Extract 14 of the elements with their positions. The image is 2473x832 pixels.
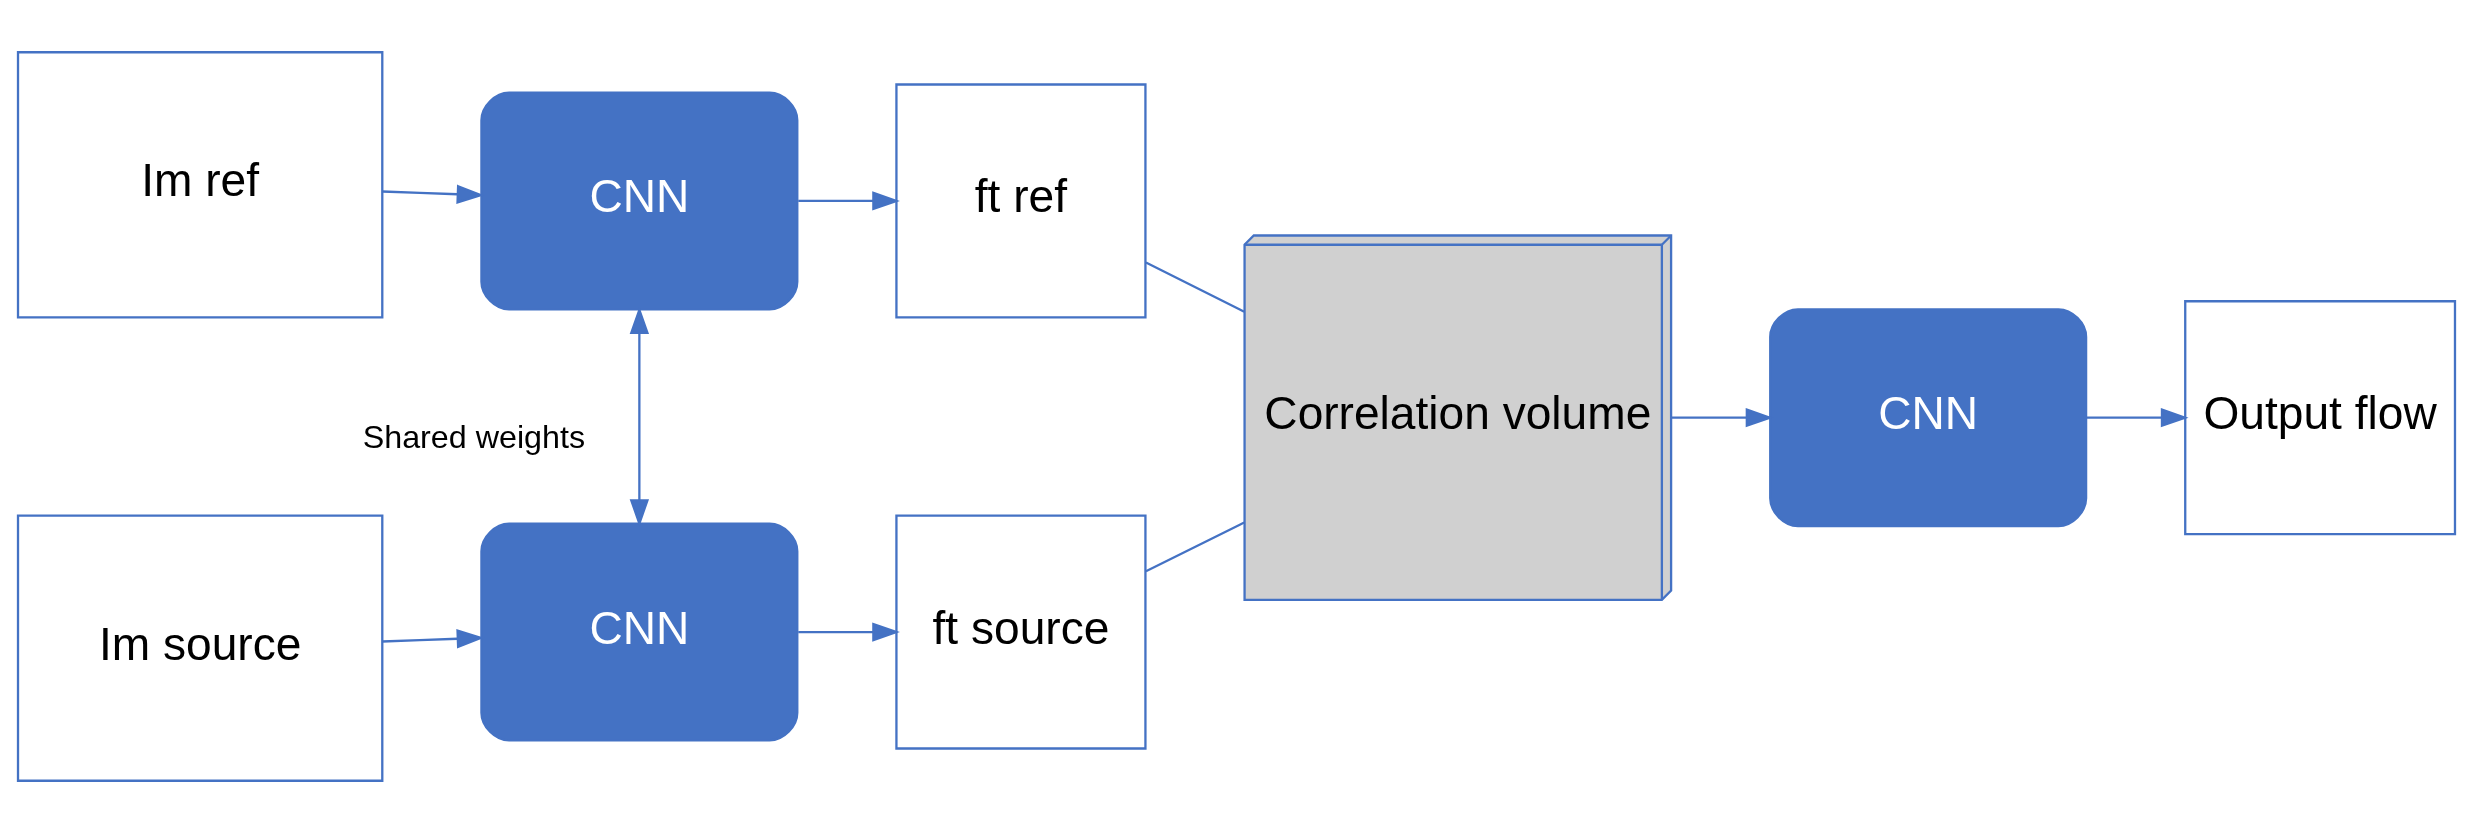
arrow — [798, 621, 900, 642]
arrow — [2086, 407, 2189, 427]
node-box: CNN — [480, 522, 799, 742]
node-box: Im ref — [16, 50, 384, 318]
node-box: ft ref — [895, 82, 1147, 318]
connector — [1145, 260, 1245, 313]
node-box: CNN — [1769, 307, 2088, 527]
arrow — [798, 190, 900, 211]
node-box: CNN — [480, 90, 799, 310]
edge-label: Shared weights — [362, 418, 586, 455]
node-box: ft source — [895, 514, 1147, 750]
node-box: Output flow — [2184, 299, 2457, 535]
node-box: Im source — [16, 514, 384, 782]
connector — [1145, 520, 1245, 572]
